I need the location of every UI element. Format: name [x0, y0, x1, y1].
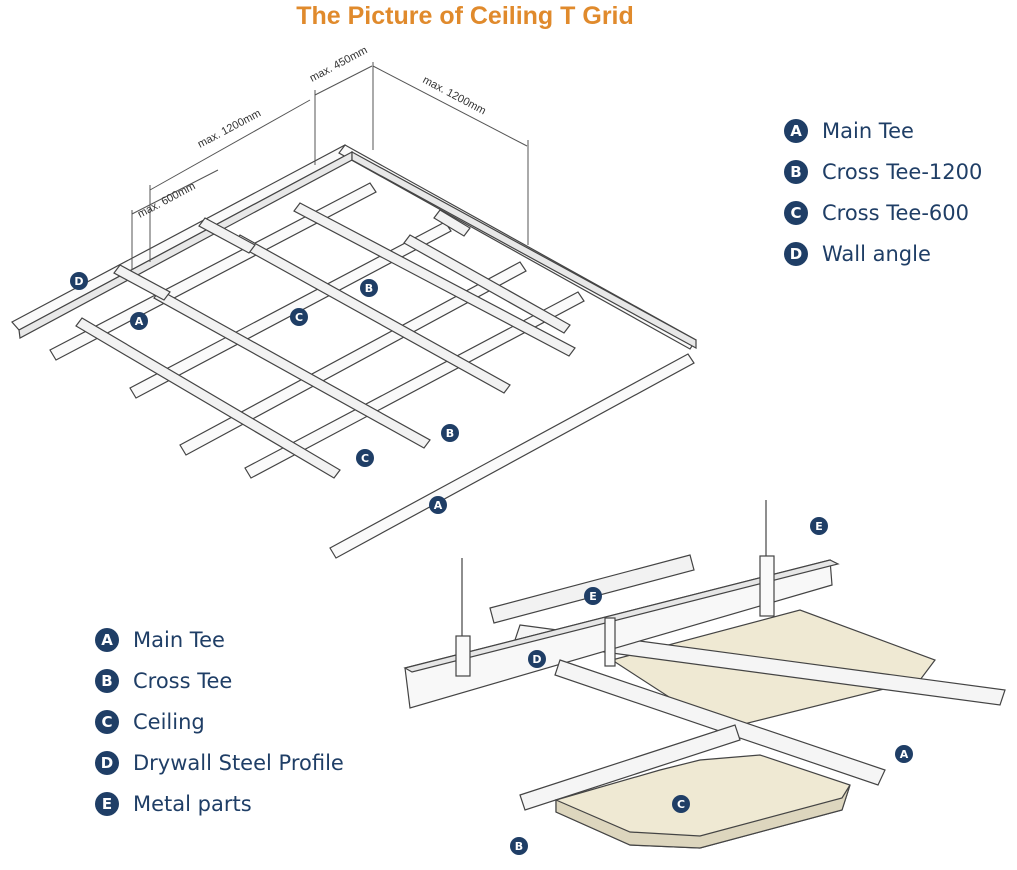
marker-c: C [290, 308, 308, 326]
cross-tee [113, 264, 171, 301]
main-tee-profile [514, 624, 1006, 706]
svg-text:A: A [900, 748, 909, 761]
legend-item: C Cross Tee-600 [784, 192, 982, 233]
legend-label: Wall angle [822, 241, 931, 266]
marker-c: C [356, 449, 374, 467]
dimension-label: max. 450mm [308, 44, 370, 84]
marker-e: E [584, 587, 602, 605]
marker-a: A [895, 745, 913, 763]
legend-item: B Cross Tee-1200 [784, 151, 982, 192]
svg-text:E: E [815, 520, 823, 533]
legend-label: Cross Tee-1200 [822, 159, 983, 184]
svg-text:E: E [589, 590, 597, 603]
legend-label: Drywall Steel Profile [133, 750, 344, 775]
metal-bracket [604, 617, 616, 667]
legend-label: Ceiling [133, 709, 205, 734]
isometric-ceiling-grid: max. 1200mm max. 600mm max. 450mm max. 1… [11, 44, 697, 559]
legend-badge: D [784, 241, 808, 266]
legend-item: A Main Tee [784, 110, 982, 151]
legend-badge: D [95, 750, 119, 775]
cross-tee-profile [519, 724, 741, 811]
svg-text:D: D [532, 653, 541, 666]
legend-badge: A [95, 627, 119, 652]
marker-d: D [70, 272, 88, 290]
cross-tee [403, 234, 571, 334]
cross-tee [75, 317, 341, 479]
marker-e: E [810, 517, 828, 535]
svg-text:A: A [135, 315, 144, 328]
ceiling-board-edge [555, 784, 851, 849]
cross-tee [433, 209, 471, 237]
svg-text:C: C [361, 452, 369, 465]
main-tee [129, 221, 452, 399]
legend-label: Main Tee [822, 118, 914, 143]
legend-badge: B [95, 668, 119, 693]
svg-text:B: B [446, 427, 454, 440]
marker-d: D [528, 650, 546, 668]
legend-label: Cross Tee-600 [822, 200, 969, 225]
legend-grid: A Main Tee B Cross Tee-1200 C Cross Tee-… [784, 110, 982, 274]
legend-badge: A [784, 118, 808, 143]
detail-markers: E E D A C B [510, 517, 913, 855]
marker-a: A [130, 312, 148, 330]
dimension-label: max. 1200mm [196, 107, 263, 150]
legend-badge: C [784, 200, 808, 225]
wall-angle-right-inner [351, 150, 697, 350]
legend-detail: A Main Tee B Cross Tee C Ceiling D Drywa… [95, 619, 344, 824]
main-tee [329, 353, 695, 559]
legend-item: D Wall angle [784, 233, 982, 274]
svg-text:C: C [677, 798, 685, 811]
legend-item: C Ceiling [95, 701, 344, 742]
dimension-lines [131, 62, 529, 270]
marker-c: C [672, 795, 690, 813]
main-tee [179, 261, 527, 456]
svg-text:B: B [515, 840, 523, 853]
marker-b: B [441, 424, 459, 442]
legend-label: Main Tee [133, 627, 225, 652]
marker-a: A [429, 496, 447, 514]
diagram-title: The Picture of Ceiling T Grid [296, 2, 634, 30]
legend-item: B Cross Tee [95, 660, 344, 701]
legend-item: D Drywall Steel Profile [95, 742, 344, 783]
cross-tee-profile [554, 659, 886, 786]
legend-badge: B [784, 159, 808, 184]
marker-b: B [360, 279, 378, 297]
main-tee [244, 291, 585, 479]
hanger-clip [455, 635, 471, 677]
legend-item: E Metal parts [95, 783, 344, 824]
legend-badge: C [95, 709, 119, 734]
cross-tee [293, 202, 576, 357]
hanger-clip [759, 555, 775, 617]
dimension-label: max. 600mm [136, 180, 198, 220]
cross-tee [198, 217, 256, 254]
svg-text:D: D [74, 275, 83, 288]
legend-label: Cross Tee [133, 668, 233, 693]
main-tee [49, 182, 377, 361]
svg-text:C: C [295, 311, 303, 324]
legend-label: Metal parts [133, 791, 252, 816]
main-tees [49, 182, 695, 559]
svg-text:A: A [434, 499, 443, 512]
legend-badge: E [95, 791, 119, 816]
legend-item: A Main Tee [95, 619, 344, 660]
cross-tees [75, 202, 576, 479]
suspension-detail [403, 500, 1006, 849]
grid-markers: D A C B B C A [70, 272, 459, 514]
marker-b: B [510, 837, 528, 855]
svg-text:B: B [365, 282, 373, 295]
drywall-profile-top [403, 559, 840, 673]
